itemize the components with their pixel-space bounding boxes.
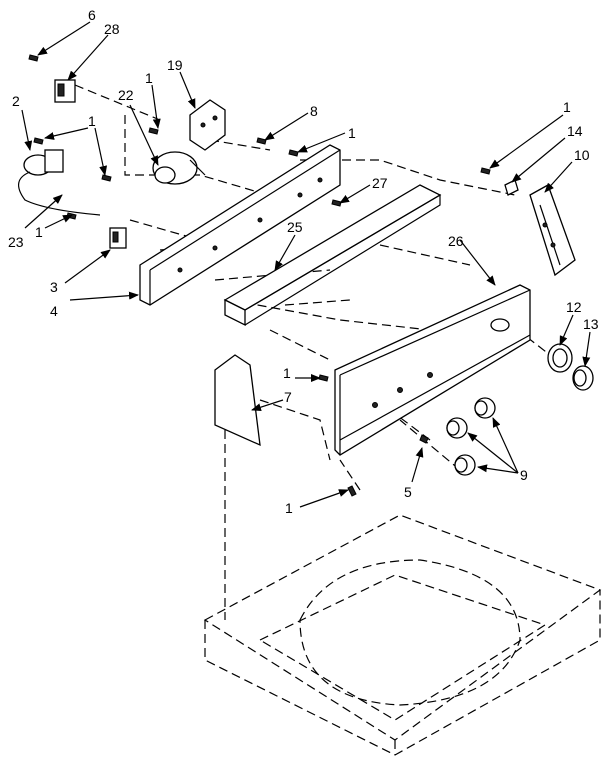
pressure-switch [18,149,101,216]
callout-14: 14 [567,123,583,139]
knob-bezel [547,343,573,373]
callout-1c: 1 [348,125,356,141]
channel-panel [223,184,442,327]
callout-13: 13 [583,316,599,332]
callout-5: 5 [404,484,412,500]
cabinet-base [203,430,602,756]
timer-knob [572,365,594,391]
clip-3 [109,227,127,249]
clip-14 [504,179,519,196]
callout-1e: 1 [35,224,43,240]
control-knobs [446,397,496,476]
callout-23: 23 [8,234,24,250]
callout-19: 19 [167,57,183,73]
callout-8: 8 [310,103,318,119]
callout-6: 6 [88,7,96,23]
callout-1g: 1 [285,500,293,516]
end-cap-right [529,184,576,277]
mounting-rail [139,144,341,306]
switch-28 [54,79,76,103]
callout-1b: 1 [145,70,153,86]
callout-1d: 1 [563,99,571,115]
callout-1a: 1 [88,113,96,129]
callout-10: 10 [574,147,590,163]
timer-motor [152,151,206,185]
callout-9: 9 [520,467,528,483]
console-back-panel [334,284,531,456]
end-cap-left [214,354,261,447]
callout-1f: 1 [283,365,291,381]
callout-4: 4 [50,303,58,319]
callout-2: 2 [12,93,20,109]
callout-25: 25 [287,219,303,235]
callout-26: 26 [448,233,464,249]
callout-7: 7 [284,389,292,405]
callout-27: 27 [372,175,388,191]
callout-22: 22 [118,87,134,103]
switch-bracket [189,99,226,151]
screws [28,54,491,497]
callout-28: 28 [104,21,120,37]
callout-12: 12 [566,299,582,315]
leader-arrows [21,21,591,508]
callout-3: 3 [50,279,58,295]
